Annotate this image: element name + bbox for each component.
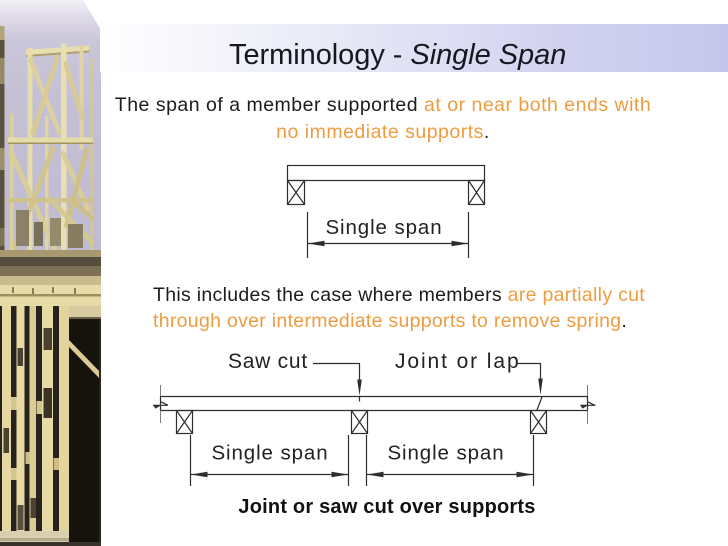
support-left-1 [286,179,306,206]
extension-lines-1 [306,212,470,258]
support-mid-2 [350,409,369,435]
dimension-line-1 [307,240,469,247]
dimension-line-left [190,471,349,478]
construction-photo [0,0,101,546]
body-black-text: This includes the case where members [153,284,508,306]
single-span-diagram: Single span [286,164,486,258]
joint-mark [536,396,543,411]
beam-1 [286,164,486,182]
saw-cut-label: Saw cut [228,350,308,373]
slide-title: Terminology - Single Span [229,39,566,72]
support-right-2 [529,409,548,435]
title-regular: Terminology - [229,39,411,71]
body-orange-text-2: through over intermediate supports to re… [153,309,622,332]
beam-2 [160,395,587,412]
title-bar [100,24,728,72]
joint-or-lap-leader [517,362,543,395]
intro-period: . [483,121,490,143]
dimension-line-right [366,471,534,478]
body-period: . [621,309,628,332]
span-label-1: Single span [325,216,442,239]
break-mark-left [153,385,169,423]
diagram-caption: Joint or saw cut over supports [238,496,535,518]
intro-paragraph: The span of a member supported at or nea… [100,92,666,147]
saw-cut-leader [313,362,362,396]
intro-orange-text: at or near both ends with [424,93,652,116]
break-mark-right [580,385,596,424]
joint-or-lap-label: Joint or lap [395,350,521,373]
joint-saw-cut-diagram: Saw cut Joint or lap Single span Single … [153,350,596,518]
support-left-2 [175,409,194,435]
span-label-left: Single span [211,442,328,465]
body-paragraph: This includes the case where members are… [153,283,693,334]
title-italic: Single Span [410,39,567,71]
extension-lines-2 [189,435,535,486]
body-orange-text: are partially cut [507,284,645,306]
support-right-1 [467,179,486,206]
intro-black-text: The span of a member supported [114,93,425,116]
span-label-right: Single span [387,442,504,465]
intro-orange-text-2: no immediate supports [276,121,484,143]
